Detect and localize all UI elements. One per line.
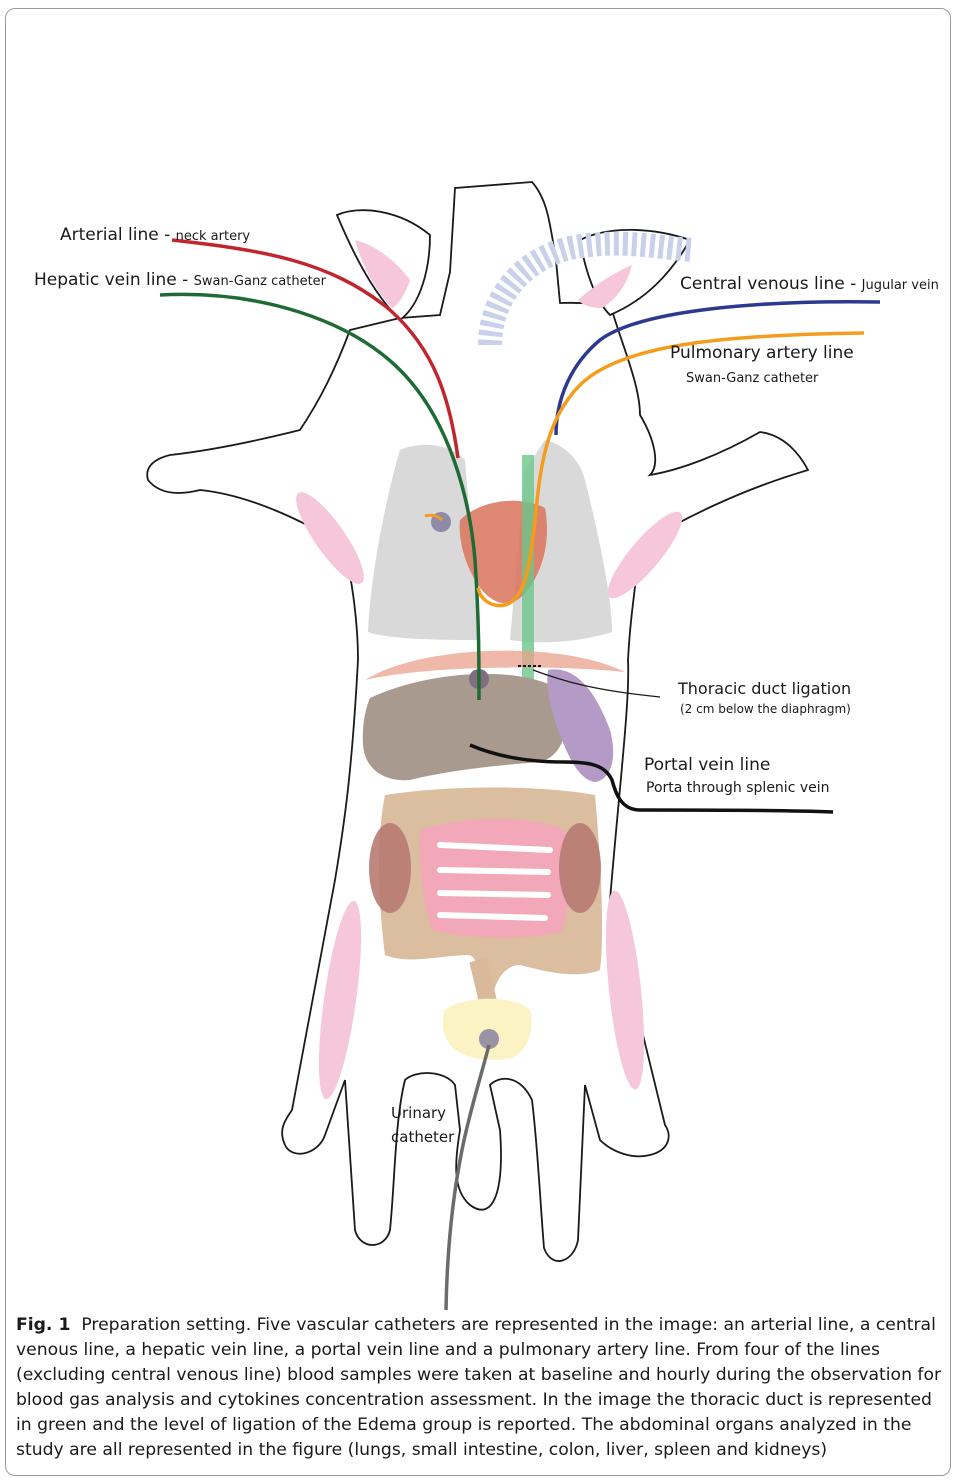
hepatic-vein-line-label: Hepatic vein line - Swan-Ganz catheter <box>34 270 327 290</box>
figure-caption: Fig. 1 Preparation setting. Five vascula… <box>16 1313 942 1463</box>
thoracic-duct-ligation-title: Thoracic duct ligation <box>677 679 851 698</box>
urinary-catheter-label-line1: Urinary <box>391 1104 446 1122</box>
arterial-line-label: Arterial line - neck artery <box>60 225 250 245</box>
caption-label: Fig. 1 <box>16 1315 70 1335</box>
pig-anatomy-diagram: Arterial line - neck artery Hepatic vein… <box>0 0 956 1310</box>
arterial-line-main: Arterial line - <box>60 225 176 245</box>
portal-vein-line-title: Portal vein line <box>644 755 770 775</box>
central-venous-line-main: Central venous line - <box>680 274 862 294</box>
hepatic-vein-line-main: Hepatic vein line - <box>34 270 194 290</box>
left-kidney <box>369 823 411 913</box>
arterial-line-sub: neck artery <box>176 229 251 244</box>
pulmonary-artery-line-sub: Swan-Ganz catheter <box>686 371 819 386</box>
portal-vein-line-sub: Porta through splenic vein <box>646 780 830 796</box>
central-venous-line-sub: Jugular vein <box>861 278 939 293</box>
hepatic-vein-line-sub: Swan-Ganz catheter <box>194 274 327 289</box>
thoracic-duct-ligation-sub: (2 cm below the diaphragm) <box>680 702 851 716</box>
caption-text: Preparation setting. Five vascular cathe… <box>16 1315 941 1460</box>
central-venous-line-label: Central venous line - Jugular vein <box>680 274 939 294</box>
pulmonary-artery-line-title: Pulmonary artery line <box>670 343 854 363</box>
urinary-catheter-label-line2: catheter <box>391 1128 455 1146</box>
right-kidney <box>559 823 601 913</box>
